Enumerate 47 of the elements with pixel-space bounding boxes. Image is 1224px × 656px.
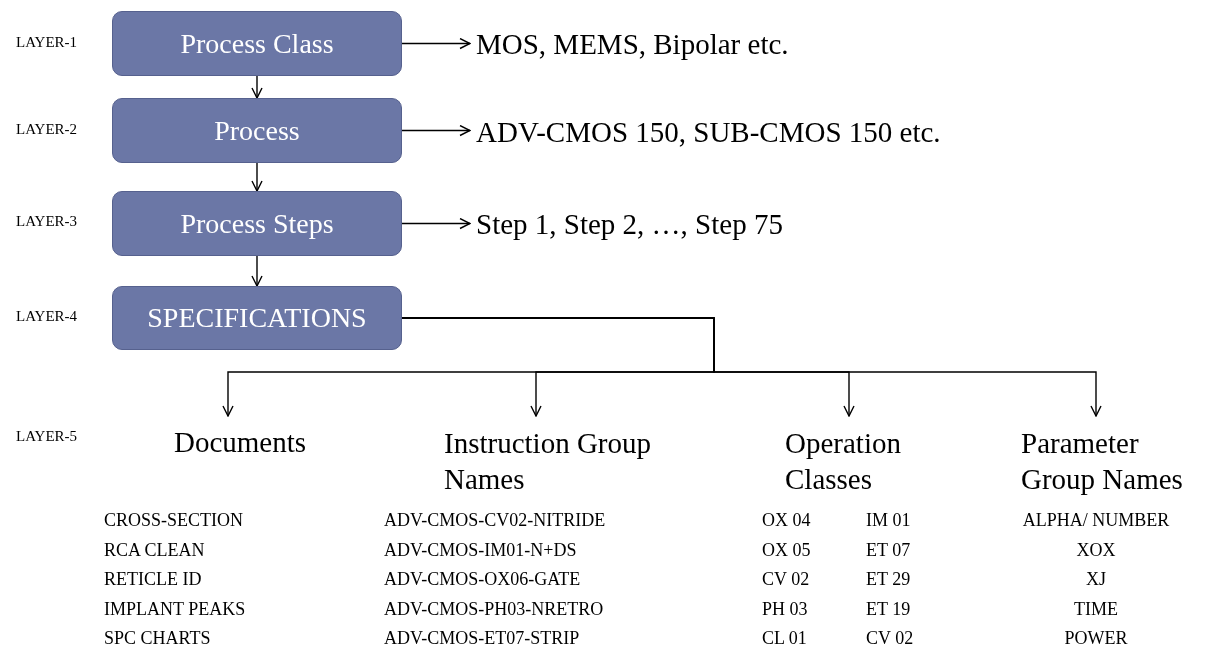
category-text: Instruction Group Names: [430, 420, 660, 502]
list-item: ALPHA/ NUMBER: [1022, 510, 1170, 531]
list-item: IMPLANT PEAKS: [104, 598, 246, 620]
list-item: OX 04: [762, 510, 811, 531]
arrow: [401, 217, 471, 230]
list-item: OX 05: [762, 539, 811, 561]
category-text: Parameter Group Names: [1010, 420, 1210, 502]
category-text: MOS, MEMS, Bipolar etc.: [476, 22, 896, 66]
list-item: XJ: [1086, 569, 1106, 590]
list-item: SPC CHARTS: [104, 628, 211, 649]
layer-label: LAYER-3: [16, 213, 78, 230]
list-item: CL 01: [762, 628, 807, 649]
arrow: [251, 255, 263, 287]
category-text: Step 1, Step 2, …, Step 75: [476, 202, 896, 246]
list-item: RCA CLEAN: [104, 539, 205, 561]
list-item: CV 02: [866, 628, 914, 649]
list-item: POWER: [1064, 628, 1128, 649]
list-item: ADV-CMOS-IM01-N+DS: [384, 539, 577, 561]
list-item: IM 01: [866, 510, 911, 531]
list-item: ADV-CMOS-OX06-GATE: [384, 569, 581, 590]
list-item: CROSS-SECTION: [104, 510, 244, 531]
list-item: ADV-CMOS-CV02-NITRIDE: [384, 510, 606, 531]
layer-label: LAYER-4: [16, 308, 78, 325]
layer-label: LAYER-2: [16, 121, 78, 138]
layer-label: LAYER-1: [16, 34, 78, 51]
category-text: ADV-CMOS 150, SUB-CMOS 150 etc.: [476, 110, 1076, 154]
arrow: [401, 37, 471, 50]
list-item: ET 07: [866, 539, 911, 561]
arrow: [251, 162, 263, 192]
list-item: ET 29: [866, 569, 911, 590]
list-item: RETICLE ID: [104, 569, 202, 590]
list-item: CV 02: [762, 569, 810, 590]
arrow: [401, 124, 471, 137]
layer-label: LAYER-5: [16, 428, 78, 445]
list-item: PH 03: [762, 598, 808, 620]
list-item: ADV-CMOS-PH03-NRETRO: [384, 598, 604, 620]
process-box: Process: [112, 98, 402, 163]
list-item: XOX: [1076, 539, 1116, 561]
list-item: ET 19: [866, 598, 911, 620]
process-box: SPECIFICATIONS: [112, 286, 402, 350]
category-text: Documents: [140, 420, 340, 464]
arrow: [251, 75, 263, 99]
process-box: Process Class: [112, 11, 402, 76]
process-box: Process Steps: [112, 191, 402, 256]
list-item: TIME: [1074, 598, 1118, 620]
category-text: Operation Classes: [770, 420, 940, 502]
list-item: ADV-CMOS-ET07-STRIP: [384, 628, 580, 649]
